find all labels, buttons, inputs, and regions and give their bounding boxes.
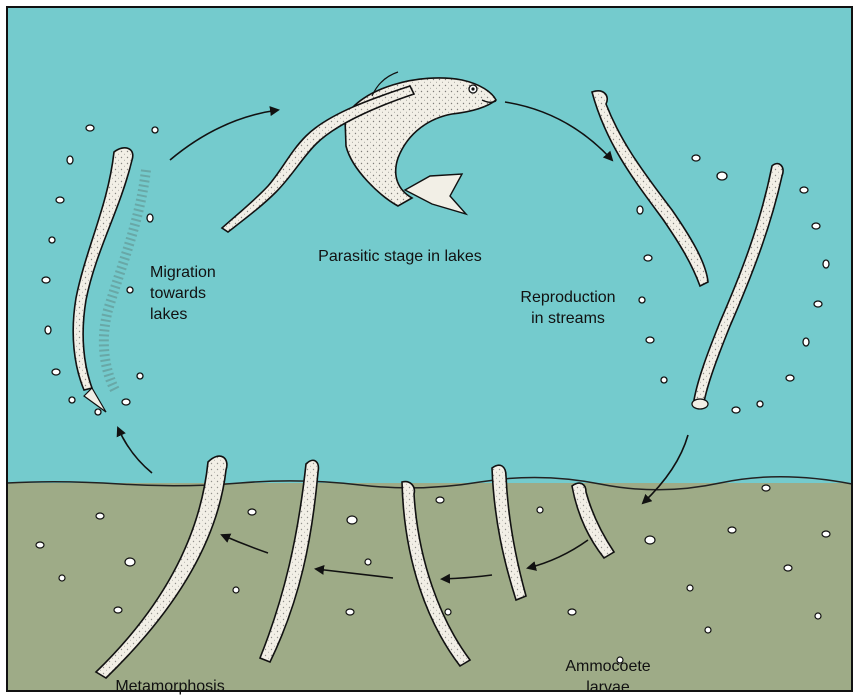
migration-line-3: lakes xyxy=(150,304,216,325)
parasitic-line: Parasitic stage in lakes xyxy=(300,246,500,267)
ammocoete-line-2: larvae xyxy=(553,677,663,698)
reproduction-line-2: in streams xyxy=(498,308,638,329)
label-ammocoete: Ammocoete larvae xyxy=(553,656,663,698)
migration-line-2: towards xyxy=(150,283,216,304)
migration-line-1: Migration xyxy=(150,262,216,283)
label-migration: Migration towards lakes xyxy=(150,262,216,325)
label-metamorphosis: Metamorphosis xyxy=(95,676,245,697)
label-parasitic-stage: Parasitic stage in lakes xyxy=(300,246,500,267)
ammocoete-line-1: Ammocoete xyxy=(553,656,663,677)
reproduction-line-1: Reproduction xyxy=(498,287,638,308)
label-reproduction: Reproduction in streams xyxy=(498,287,638,329)
metamorphosis-line: Metamorphosis xyxy=(95,676,245,697)
